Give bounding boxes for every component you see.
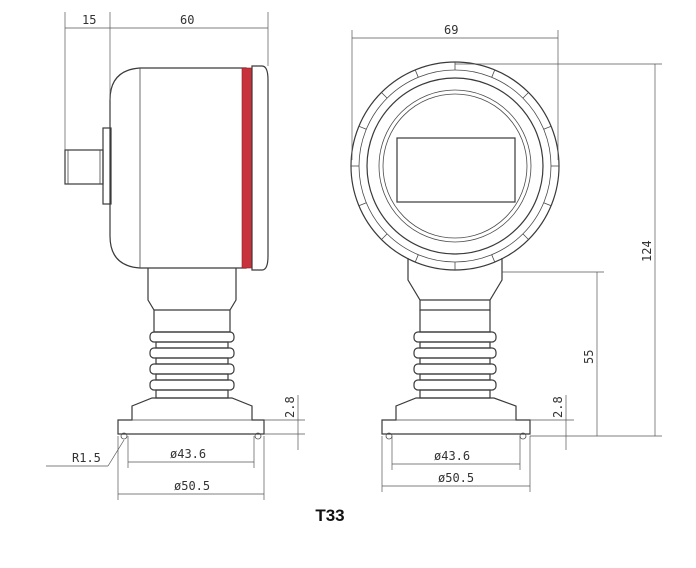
drawing-title: T33	[315, 506, 344, 525]
side-dim-outer-dia: ø50.5	[117, 436, 265, 500]
front-dim-seal-label: 2.8	[551, 396, 565, 418]
side-dim-stem: 15	[64, 12, 111, 150]
side-view: 15 60 2.8 ø43.6 ø50.5 R1.5	[46, 12, 305, 500]
side-dim-body: 60	[110, 12, 269, 66]
front-knurl-ridges	[351, 62, 559, 270]
front-dim-width-label: 69	[444, 23, 458, 37]
front-view: 69 124 55 2.8 ø43.6 ø50.5	[350, 23, 662, 492]
front-dim-neck-label: 55	[582, 350, 596, 364]
front-dim-height: 124	[455, 63, 662, 437]
side-housing	[109, 67, 247, 269]
side-dim-seal: 2.8	[264, 395, 305, 450]
front-dim-outer-dia-label: ø50.5	[438, 471, 474, 485]
side-dim-inner-dia-label: ø43.6	[170, 447, 206, 461]
side-red-seal-ring	[241, 67, 253, 269]
front-cover-ring	[366, 77, 544, 255]
front-dim-height-label: 124	[640, 240, 654, 262]
front-display-window	[396, 137, 516, 203]
side-dim-radius-label: R1.5	[72, 451, 101, 465]
front-dim-width: 69	[351, 23, 559, 160]
side-dim-radius: R1.5	[46, 439, 125, 467]
side-dim-outer-dia-label: ø50.5	[174, 479, 210, 493]
side-dim-body-label: 60	[180, 13, 194, 27]
front-dim-neck: 55	[502, 271, 604, 436]
side-dim-inner-dia: ø43.6	[127, 436, 255, 468]
front-dim-inner-dia-label: ø43.6	[434, 449, 470, 463]
front-dim-inner-dia: ø43.6	[391, 436, 521, 470]
side-dim-stem-label: 15	[82, 13, 96, 27]
side-neck	[147, 268, 237, 311]
front-cooling-fins	[413, 310, 497, 399]
side-connector-stem	[64, 149, 104, 185]
front-neck	[407, 258, 503, 301]
side-cooling-fins	[149, 310, 235, 399]
side-cover	[251, 65, 269, 271]
front-dim-outer-dia: ø50.5	[381, 436, 531, 492]
side-connector-collar	[102, 127, 112, 205]
side-flange	[117, 397, 265, 435]
front-dim-seal: 2.8	[530, 395, 574, 450]
front-flange	[381, 397, 531, 435]
side-dim-seal-label: 2.8	[283, 396, 297, 418]
